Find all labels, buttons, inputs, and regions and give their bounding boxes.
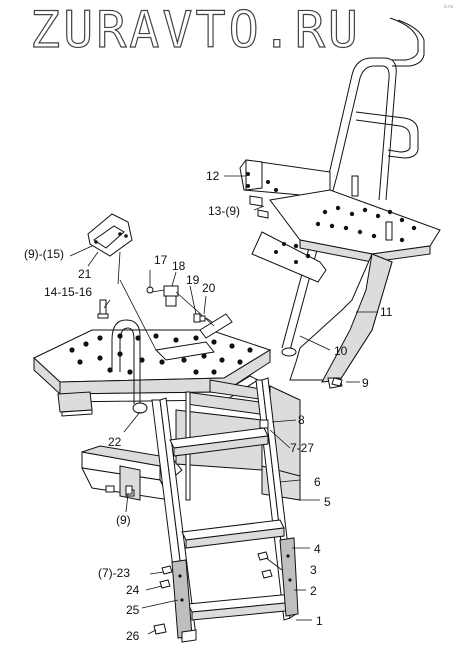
callout-1: 1 bbox=[316, 614, 323, 628]
callout-22: 22 bbox=[108, 435, 122, 449]
callout-26: 26 bbox=[126, 629, 140, 643]
callout-7-27: 7-27 bbox=[290, 441, 314, 455]
callout-10: 10 bbox=[334, 344, 348, 358]
lower-handrail bbox=[97, 299, 148, 414]
callout-5: 5 bbox=[324, 495, 331, 509]
watermark-corner-mark: z.ru bbox=[444, 4, 454, 10]
callout-19: 19 bbox=[186, 273, 200, 287]
callout-3: 3 bbox=[310, 563, 317, 577]
callout-11: 11 bbox=[380, 305, 393, 319]
callout-8: 8 bbox=[298, 413, 305, 427]
callout-14-15-16: 14-15-16 bbox=[44, 285, 92, 299]
upper-platform bbox=[239, 159, 441, 389]
small-parts bbox=[87, 213, 343, 635]
callout-7-23: (7)-23 bbox=[98, 566, 130, 580]
callout-9-15: (9)-(15) bbox=[24, 247, 64, 261]
ladder-assembly bbox=[151, 377, 299, 643]
upper-handrail bbox=[281, 17, 425, 357]
callout-9-bracket: (9) bbox=[116, 513, 131, 527]
callout-9: 9 bbox=[362, 376, 369, 390]
callout-21: 21 bbox=[78, 267, 92, 281]
callout-24: 24 bbox=[126, 583, 140, 597]
callout-18: 18 bbox=[172, 259, 186, 273]
callout-20: 20 bbox=[202, 281, 216, 295]
leader-lines bbox=[69, 175, 378, 635]
callout-labels: 12 13-(9) (9)-(15) 21 14-15-16 17 18 19 … bbox=[24, 169, 393, 643]
callout-6: 6 bbox=[314, 475, 321, 489]
callout-25: 25 bbox=[126, 603, 140, 617]
watermark: ZURAVTO.RU bbox=[29, 1, 362, 59]
callout-17: 17 bbox=[154, 253, 168, 267]
callout-4: 4 bbox=[314, 542, 321, 556]
callout-13-9: 13-(9) bbox=[208, 204, 240, 218]
callout-2: 2 bbox=[310, 584, 317, 598]
callout-12: 12 bbox=[206, 169, 220, 183]
